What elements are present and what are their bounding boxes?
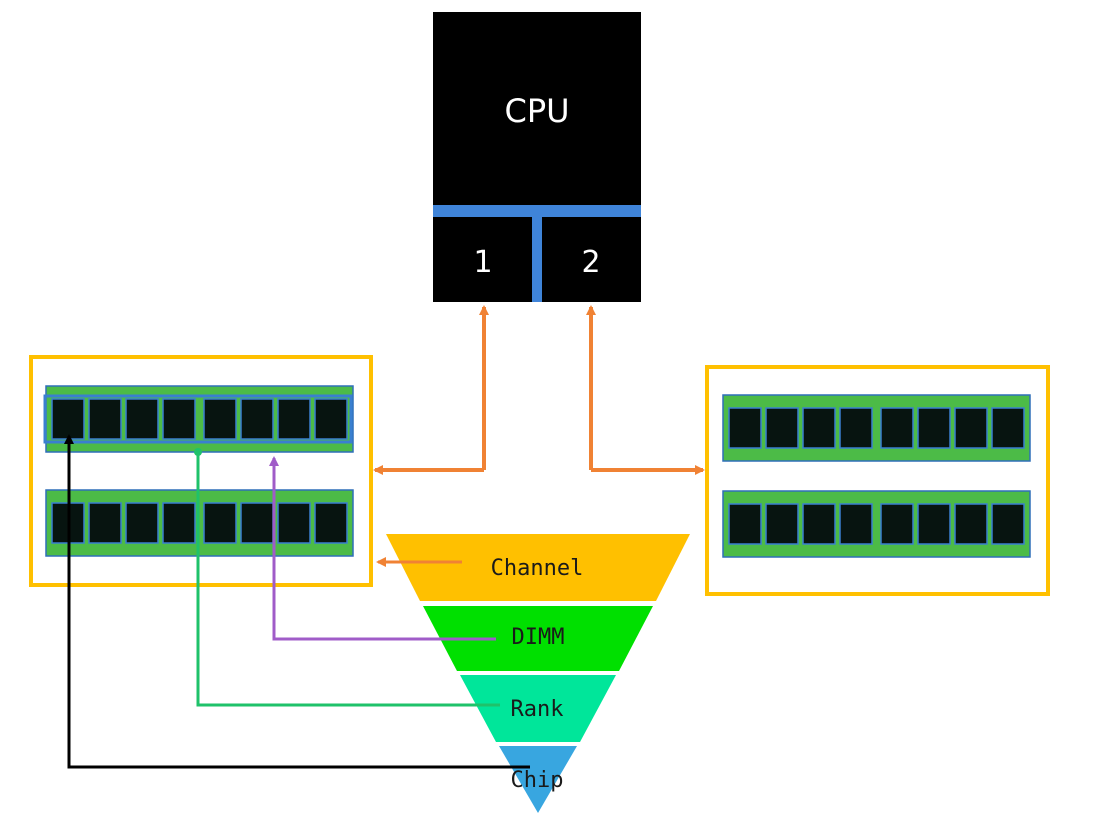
memory-chip: [991, 407, 1025, 449]
cpu-block: CPU 1 2: [433, 12, 641, 302]
pyramid-level-rank: [460, 675, 616, 742]
memory-chip: [954, 503, 988, 545]
cpu-port-2-label: 2: [581, 245, 600, 280]
hierarchy-pointers: [64, 434, 530, 769]
memory-chip: [728, 407, 762, 449]
cpu-label: CPU: [504, 92, 569, 130]
rank-pointer-dot: [194, 448, 202, 456]
memory-chip: [203, 398, 237, 440]
memory-chip: [88, 398, 122, 440]
memory-chip: [880, 503, 914, 545]
memory-chip: [125, 502, 159, 544]
memory-chip: [240, 398, 274, 440]
memory-chip: [277, 502, 311, 544]
memory-chip: [125, 398, 159, 440]
channel-box-left: [29, 355, 373, 587]
memory-chip: [880, 407, 914, 449]
memory-chip: [917, 407, 951, 449]
memory-chip: [839, 503, 873, 545]
memory-chip: [765, 407, 799, 449]
dimm-right-2: [722, 490, 1031, 558]
dimm-right-1: [722, 394, 1031, 462]
memory-chip: [162, 398, 196, 440]
level-label-chip: Chip: [511, 768, 564, 793]
memory-chip: [765, 503, 799, 545]
pyramid-level-chip: [499, 746, 577, 813]
memory-chip: [954, 407, 988, 449]
memory-chip: [991, 503, 1025, 545]
memory-chip: [162, 502, 196, 544]
cpu-channel-connectors: [373, 305, 705, 475]
rank-highlight: [43, 394, 353, 444]
pyramid-level-channel: [386, 534, 690, 601]
level-label-channel: Channel: [491, 556, 584, 581]
dimm-pointer-arrow: [269, 456, 496, 641]
memory-chip: [240, 502, 274, 544]
pyramid-level-dimm: [423, 606, 653, 671]
hierarchy-pyramid: [386, 534, 690, 813]
memory-chip: [88, 502, 122, 544]
cpu-port-1-label: 1: [473, 245, 492, 280]
cpu-bus-vertical: [532, 205, 542, 302]
chip-pointer-arrow: [64, 434, 530, 769]
memory-chip: [277, 398, 311, 440]
memory-chip: [51, 398, 85, 440]
level-label-rank: Rank: [511, 697, 564, 722]
memory-chip: [839, 407, 873, 449]
memory-chip: [314, 502, 348, 544]
channel-box-right: [705, 365, 1050, 596]
memory-chip: [802, 407, 836, 449]
level-label-dimm: DIMM: [512, 625, 565, 650]
memory-chip: [728, 503, 762, 545]
memory-chip: [314, 398, 348, 440]
rank-pointer-line: [196, 452, 500, 707]
memory-chip: [802, 503, 836, 545]
memory-chip: [917, 503, 951, 545]
memory-chip: [203, 502, 237, 544]
